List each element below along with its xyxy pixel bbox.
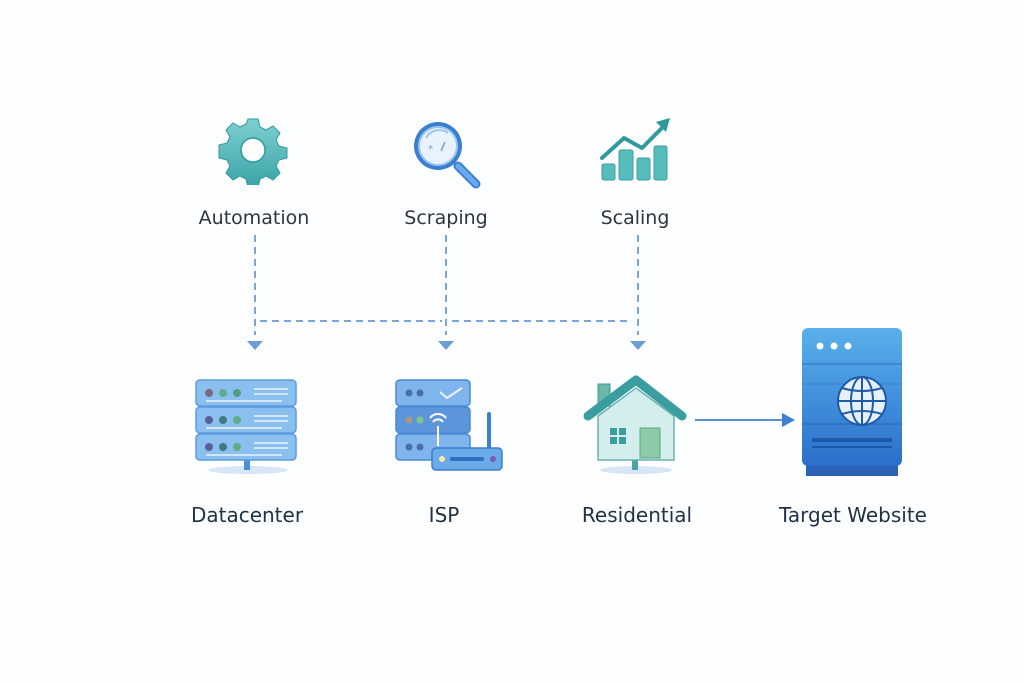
arrowhead-datacenter	[247, 341, 263, 350]
arrowhead-target	[782, 413, 795, 427]
bottom-node-label: Datacenter	[190, 503, 304, 527]
top-node-label: Scraping	[404, 207, 488, 229]
bottom-node-label: Residential	[581, 503, 693, 527]
arrowhead-residential	[630, 341, 646, 350]
server-rack-icon	[195, 379, 297, 474]
arrowhead-isp	[438, 341, 454, 350]
top-node-label: Automation	[198, 207, 310, 229]
gear-icon	[218, 118, 288, 185]
top-node-label: Scaling	[600, 207, 670, 229]
bottom-node-label: Target Website	[779, 503, 927, 527]
web-server-icon	[802, 328, 902, 476]
svg-text:*: *	[428, 144, 433, 155]
house-icon	[583, 375, 687, 474]
bottom-node-label: ISP	[428, 503, 460, 527]
magnifier-icon: *	[414, 122, 481, 189]
growth-chart-icon	[600, 118, 670, 181]
router-server-icon	[395, 379, 503, 471]
